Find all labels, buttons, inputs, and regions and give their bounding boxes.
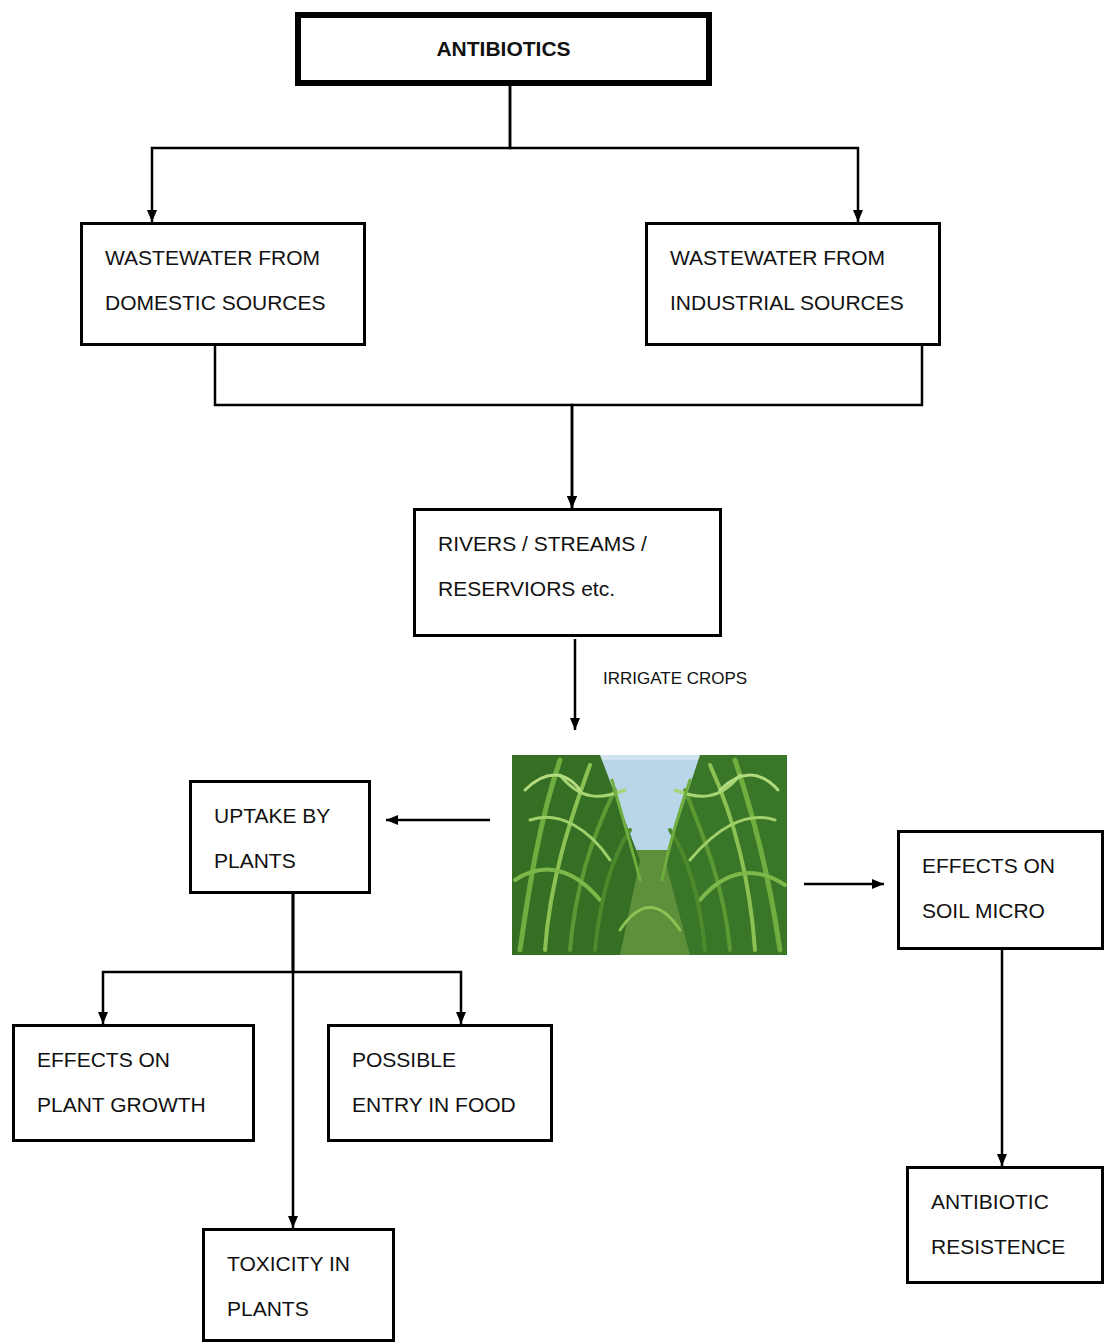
- source-box: WASTEWATER FROM DOMESTIC SOURCES: [80, 222, 366, 346]
- flow-connector: [152, 86, 510, 222]
- effect-box: TOXICITY IN PLANTS: [202, 1228, 395, 1342]
- effect-box: EFFECTS ON PLANT GROWTH: [12, 1024, 255, 1142]
- effect-box: POSSIBLE ENTRY IN FOOD: [327, 1024, 553, 1142]
- flow-connector: [293, 894, 461, 1024]
- flow-connector: [510, 86, 858, 222]
- box-label: WASTEWATER FROM INDUSTRIAL SOURCES: [670, 235, 916, 325]
- flow-connector: [215, 346, 572, 508]
- title-box: ANTIBIOTICS: [295, 12, 712, 86]
- flow-connector: [572, 346, 922, 508]
- box-label: RIVERS / STREAMS / RESERVIORS etc.: [438, 521, 697, 611]
- cornfield-illustration: [512, 755, 787, 955]
- water-body-box: RIVERS / STREAMS / RESERVIORS etc.: [413, 508, 722, 637]
- box-label: ANTIBIOTIC RESISTENCE: [931, 1179, 1079, 1269]
- process-box: EFFECTS ON SOIL MICRO: [897, 830, 1104, 950]
- box-label: ANTIBIOTICS: [436, 36, 570, 61]
- box-label: EFFECTS ON PLANT GROWTH: [37, 1037, 230, 1127]
- irrigation-arrow: [574, 639, 577, 730]
- box-label: EFFECTS ON SOIL MICRO: [922, 843, 1079, 933]
- box-label: POSSIBLE ENTRY IN FOOD: [352, 1037, 528, 1127]
- flow-connector: [292, 894, 295, 1228]
- flow-arrows: [386, 639, 884, 884]
- box-label: WASTEWATER FROM DOMESTIC SOURCES: [105, 235, 341, 325]
- flow-connector: [1001, 950, 1004, 1166]
- soil-arrow: [804, 883, 884, 886]
- box-label: TOXICITY IN PLANTS: [227, 1241, 370, 1331]
- uptake-arrow: [386, 819, 490, 822]
- effect-box: ANTIBIOTIC RESISTENCE: [906, 1166, 1104, 1284]
- flow-connector: [103, 894, 293, 1024]
- flow-label: IRRIGATE CROPS: [603, 669, 747, 689]
- box-label: UPTAKE BY PLANTS: [214, 793, 346, 883]
- process-box: UPTAKE BY PLANTS: [189, 780, 371, 894]
- source-box: WASTEWATER FROM INDUSTRIAL SOURCES: [645, 222, 941, 346]
